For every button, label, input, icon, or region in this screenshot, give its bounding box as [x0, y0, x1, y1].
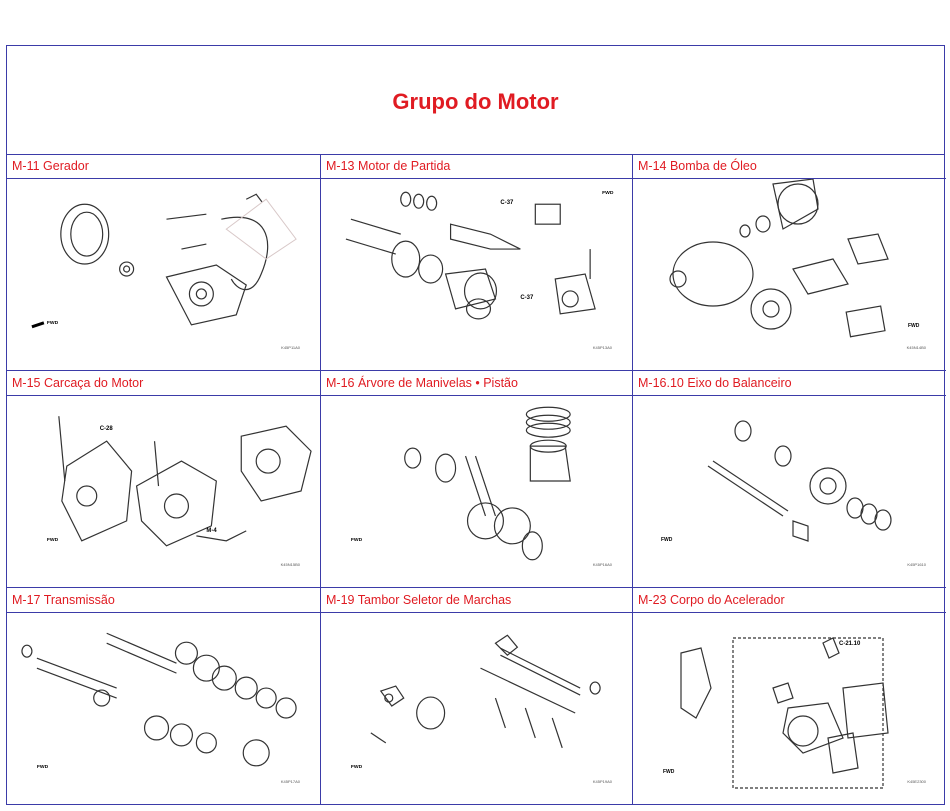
svg-text:C-37: C-37 [500, 200, 514, 206]
svg-text:FWD: FWD [602, 190, 614, 196]
diagram-code: K45P13A0 [592, 345, 612, 350]
crankcase-diagram-drawing: C-28 M-4 FWD [47, 416, 312, 547]
section-link-gerador[interactable]: M-11 Gerador [7, 154, 320, 179]
svg-text:FWD: FWD [663, 769, 675, 775]
section-link-eixo-balanceiro[interactable]: M-16.10 Eixo do Balanceiro [633, 371, 946, 396]
diagram-code: K45N14B0 [906, 345, 926, 350]
section-grid: M-11 Gerador FWD K45P1 [7, 154, 946, 804]
section-link-tambor-seletor[interactable]: M-19 Tambor Seletor de Marchas [321, 588, 632, 613]
section-cell-eixo-balanceiro: M-16.10 Eixo do Balanceiro FWD K45P1610 [633, 371, 946, 588]
section-cell-carcaca: M-15 Carcaça do Motor C-28 M-4 FWD K4 [7, 371, 321, 588]
oil-pump-diagram[interactable]: FWD K45N14B0 [633, 179, 946, 370]
shift-drum-diagram[interactable]: FWD K45P19A0 [321, 613, 632, 804]
svg-text:M-4: M-4 [206, 528, 217, 534]
generator-diagram[interactable]: FWD K45P11A0 [7, 179, 320, 370]
svg-text:FWD: FWD [351, 537, 363, 543]
svg-text:FWD: FWD [47, 537, 59, 543]
svg-text:C-28: C-28 [100, 426, 114, 432]
page-title: Grupo do Motor [392, 89, 559, 114]
transmission-diagram-drawing: FWD [21, 632, 297, 770]
section-cell-bomba-oleo: M-14 Bomba de Óleo FWD K45N14B0 [633, 154, 946, 371]
header-row: Grupo do Motor [7, 46, 944, 155]
throttle-body-diagram[interactable]: C-21.10 FWD K45E2300 [633, 613, 946, 804]
diagram-code: K45P11A0 [281, 345, 300, 350]
diagram-code: K45P19A0 [592, 779, 612, 784]
diagram-code: K45N15B0 [280, 562, 300, 567]
section-cell-motor-partida: M-13 Motor de Partida [321, 154, 633, 371]
starter-motor-diagram[interactable]: C-37 C-37 FWD K45P13A0 [321, 179, 632, 370]
catalog-table: Grupo do Motor M-11 Gerador [6, 45, 946, 805]
oil-pump-diagram-drawing: FWD [669, 179, 920, 338]
diagram-code: K45E2300 [907, 779, 926, 784]
balancer-shaft-diagram[interactable]: FWD K45P1610 [633, 396, 946, 587]
throttle-body-diagram-drawing: C-21.10 FWD [663, 637, 889, 789]
section-cell-gerador: M-11 Gerador FWD K45P1 [7, 154, 321, 371]
transmission-diagram[interactable]: FWD K45P17A0 [7, 613, 320, 804]
section-cell-arvore-manivelas: M-16 Árvore de Manivelas • Pistão FWD K4… [321, 371, 633, 588]
section-link-corpo-acelerador[interactable]: M-23 Corpo do Acelerador [633, 588, 946, 613]
svg-text:FWD: FWD [908, 323, 920, 329]
svg-text:FWD: FWD [37, 764, 49, 770]
balancer-shaft-diagram-drawing: FWD [661, 420, 892, 543]
section-link-arvore-manivelas[interactable]: M-16 Árvore de Manivelas • Pistão [321, 371, 632, 396]
section-cell-transmissao: M-17 Transmissão FWD K45P17A0 [7, 588, 321, 804]
section-cell-corpo-acelerador: M-23 Corpo do Acelerador C-21.10 FWD [633, 588, 946, 804]
shift-drum-diagram-drawing: FWD [351, 634, 601, 770]
crankshaft-piston-diagram[interactable]: FWD K45P16A0 [321, 396, 632, 587]
generator-diagram-drawing: FWD [31, 193, 297, 329]
section-link-carcaca[interactable]: M-15 Carcaça do Motor [7, 371, 320, 396]
diagram-code: K45P16A0 [592, 562, 612, 567]
section-cell-tambor-seletor: M-19 Tambor Seletor de Marchas FWD [321, 588, 633, 804]
svg-text:FWD: FWD [351, 764, 363, 770]
svg-text:FWD: FWD [661, 537, 673, 543]
section-link-transmissao[interactable]: M-17 Transmissão [7, 588, 320, 613]
diagram-code: K45P1610 [907, 562, 926, 567]
starter-motor-diagram-drawing: C-37 C-37 FWD [345, 190, 614, 320]
section-link-bomba-oleo[interactable]: M-14 Bomba de Óleo [633, 154, 946, 179]
svg-text:FWD: FWD [47, 320, 59, 326]
crankcase-diagram[interactable]: C-28 M-4 FWD K45N15B0 [7, 396, 320, 587]
section-link-motor-partida[interactable]: M-13 Motor de Partida [321, 154, 632, 179]
crankshaft-piston-diagram-drawing: FWD [351, 406, 571, 561]
svg-text:C-37: C-37 [520, 295, 534, 301]
diagram-code: K45P17A0 [280, 779, 300, 784]
svg-text:C-21.10: C-21.10 [839, 641, 861, 647]
